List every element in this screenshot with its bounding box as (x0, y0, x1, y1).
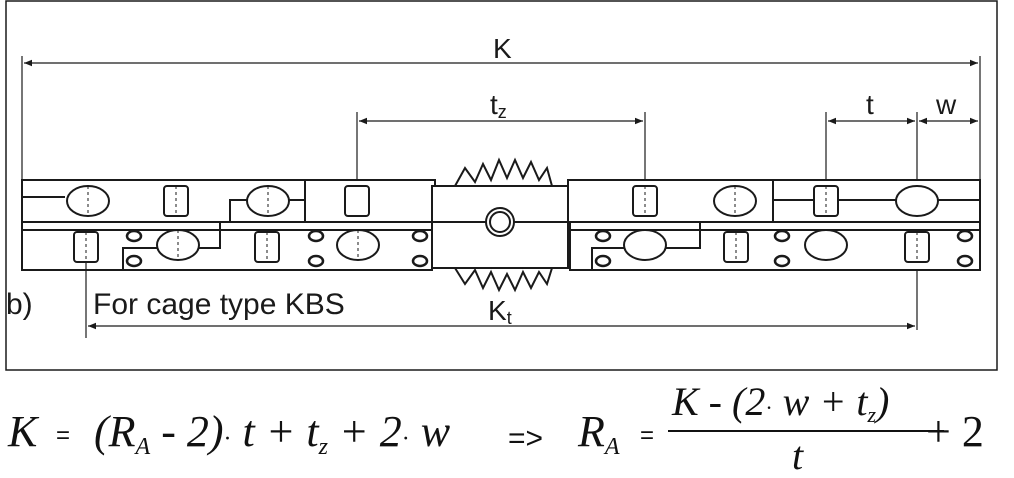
formula-numerator: K - (2· w + tz) (672, 379, 890, 427)
roller-icon (344, 185, 370, 217)
formula-plus-two: + 2 (926, 407, 984, 456)
dimension-kt (85, 262, 915, 338)
dimension-k (21, 56, 981, 180)
formula-implies: => (508, 422, 544, 455)
label-k: K (493, 33, 512, 64)
label-w: w (935, 89, 957, 120)
formula-rhs: (RA - 2)· t + tz + 2· w (94, 407, 451, 460)
formula-ra: RA (578, 407, 620, 460)
upper-row-elements (66, 185, 939, 217)
cage-diagram: K tz t w (5, 0, 998, 371)
formula-eq1: = (56, 422, 71, 449)
formula-eq2: = (640, 422, 655, 449)
label-t: t (866, 89, 874, 120)
label-tz: tz (490, 89, 507, 122)
ball-icon (804, 229, 848, 261)
gear-icon (453, 157, 554, 293)
ball-icon (895, 185, 939, 217)
lower-row-elements (73, 229, 930, 263)
formula-denominator: t (792, 433, 804, 478)
panel-label: b) (6, 288, 33, 321)
ball-icon (623, 229, 667, 261)
fraction-bar (668, 430, 944, 432)
element-centerlines (85, 186, 918, 262)
screw-hole-icon (125, 229, 974, 268)
label-kt: Kt (488, 295, 512, 328)
formula-lhs: K (8, 407, 38, 456)
formula: K = (RA - 2)· t + tz + 2· w => RA = K - … (0, 372, 1014, 478)
diagram-border (5, 0, 998, 371)
caption: For cage type KBS (93, 288, 345, 321)
